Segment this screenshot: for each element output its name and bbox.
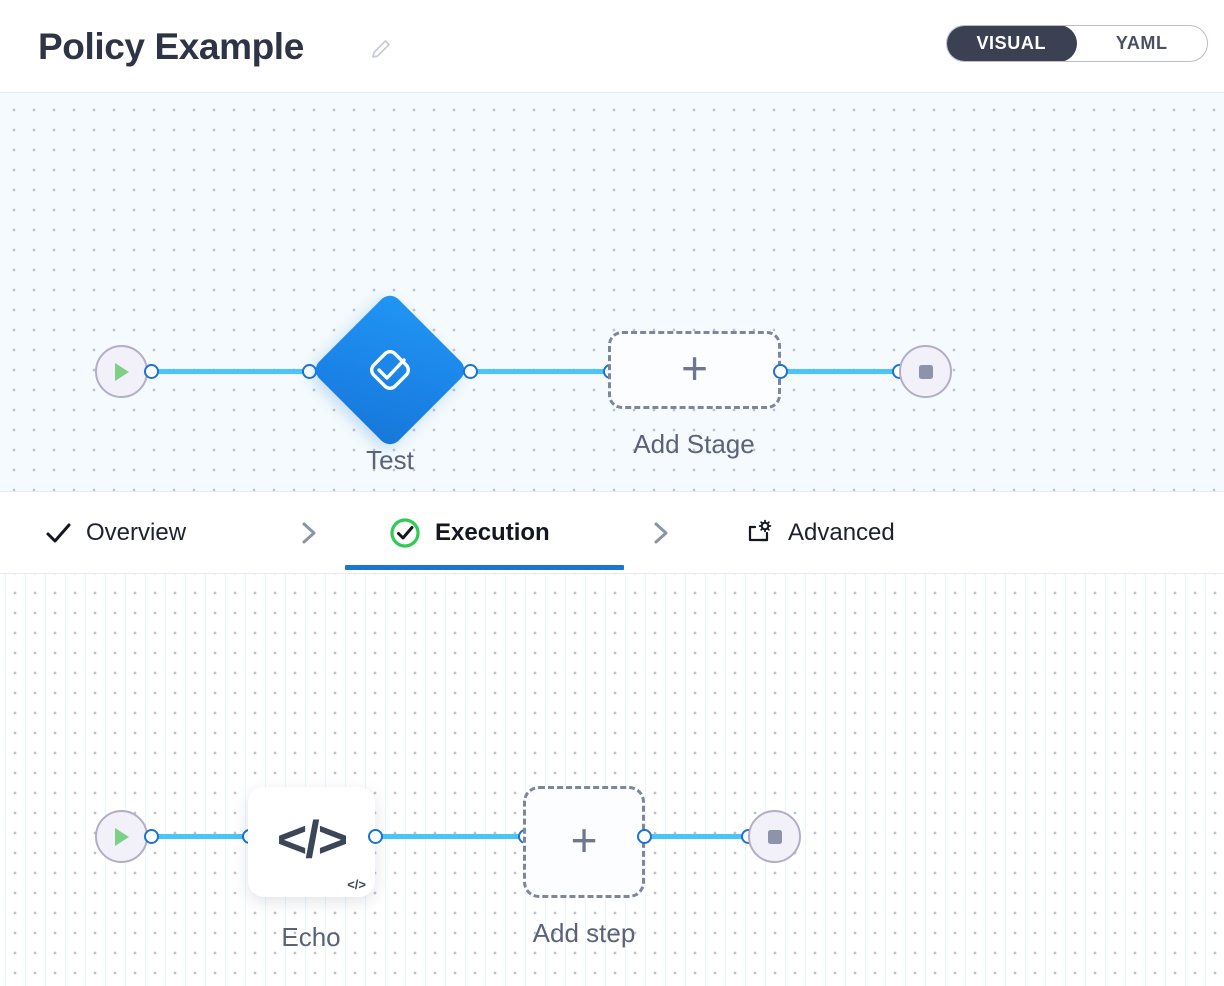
edge-start-to-echo xyxy=(150,834,257,839)
tab-execution-label: Execution xyxy=(435,518,550,546)
view-mode-toggle[interactable]: VISUAL YAML xyxy=(946,25,1208,62)
port-add-stage-out[interactable] xyxy=(773,364,788,379)
tab-separator-2 xyxy=(648,492,674,573)
add-step-button[interactable]: + xyxy=(523,786,645,898)
play-icon xyxy=(114,362,129,381)
stage-end-node[interactable] xyxy=(899,345,952,398)
approval-check-icon xyxy=(369,349,411,391)
tab-overview-label: Overview xyxy=(86,518,187,546)
edge-add-stage-to-end xyxy=(778,369,908,374)
stop-icon xyxy=(767,829,782,844)
plus-icon: + xyxy=(681,342,708,394)
add-stage-label: Add Stage xyxy=(633,429,755,459)
check-icon xyxy=(44,519,72,547)
edge-test-to-add-stage xyxy=(468,369,616,374)
port-test-out[interactable] xyxy=(463,364,478,379)
toggle-option-yaml[interactable]: YAML xyxy=(1115,33,1168,53)
play-icon xyxy=(114,827,129,846)
stage-canvas[interactable]: Test + Add Stage xyxy=(0,93,1224,492)
stage-node-test-label: Test xyxy=(366,445,414,475)
tab-separator-1 xyxy=(296,492,322,573)
tab-overview[interactable]: Overview xyxy=(44,492,186,573)
edge-start-to-test xyxy=(150,369,315,374)
port-echo-out[interactable] xyxy=(368,829,383,844)
tab-advanced-label: Advanced xyxy=(788,518,895,546)
step-canvas[interactable]: </> </> Echo + Add step xyxy=(0,573,1224,986)
port-add-step-out[interactable] xyxy=(637,829,652,844)
code-badge-icon: </> xyxy=(347,877,366,892)
stage-node-test[interactable] xyxy=(310,290,470,450)
code-icon: </> xyxy=(276,811,348,869)
stage-start-node[interactable] xyxy=(95,345,148,398)
step-end-node[interactable] xyxy=(748,810,801,863)
check-circle-icon xyxy=(389,517,421,549)
port-start-out[interactable] xyxy=(144,364,159,379)
page-header: Policy Example VISUAL YAML xyxy=(0,0,1224,93)
step-start-node[interactable] xyxy=(95,810,148,863)
tab-advanced[interactable]: Advanced xyxy=(744,492,895,573)
page-title: Policy Example xyxy=(38,26,304,67)
edge-add-step-to-end xyxy=(641,834,759,839)
step-node-echo[interactable]: </> </> xyxy=(248,787,375,897)
edge-echo-to-add-step xyxy=(373,834,533,839)
stop-icon xyxy=(918,364,933,379)
tab-execution[interactable]: Execution xyxy=(389,492,550,573)
pencil-icon[interactable] xyxy=(368,36,394,62)
add-stage-button[interactable]: + xyxy=(608,331,781,409)
chevron-right-icon xyxy=(654,522,668,543)
active-tab-indicator xyxy=(345,565,624,570)
add-step-label: Add step xyxy=(532,918,636,948)
toggle-option-visual[interactable]: VISUAL xyxy=(947,26,1077,61)
window-gear-icon xyxy=(744,518,774,548)
port-step-start-out[interactable] xyxy=(144,829,159,844)
chevron-right-icon xyxy=(302,522,316,543)
plus-icon: + xyxy=(570,814,598,866)
step-tabbar[interactable]: Overview Execution Advanced xyxy=(0,492,1224,573)
step-node-echo-label: Echo xyxy=(281,922,341,952)
